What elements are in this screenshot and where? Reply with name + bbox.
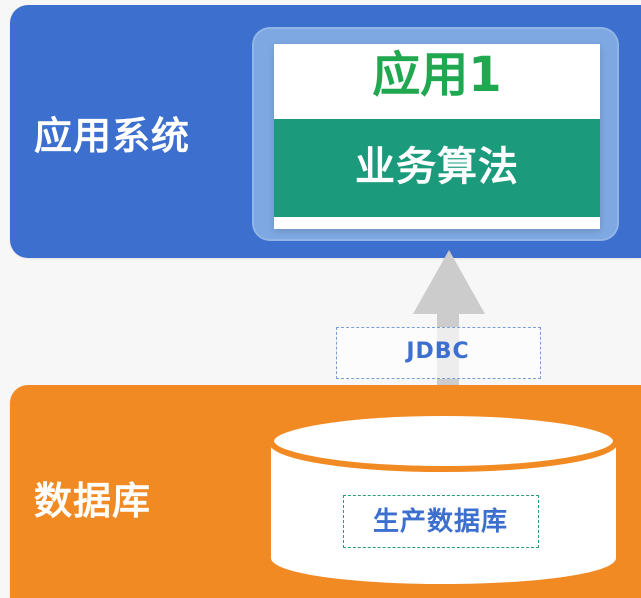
business-algorithm-module: 业务算法 <box>274 119 600 217</box>
production-database-label: 生产数据库 <box>372 507 508 537</box>
application-system-label: 应用系统 <box>34 114 191 158</box>
production-database-box: 生产数据库 <box>343 495 539 548</box>
business-algorithm-label: 业务算法 <box>355 144 519 190</box>
up-arrow-icon <box>413 250 485 314</box>
jdbc-connection-box: JDBC <box>336 327 541 379</box>
application-card: 应用1 业务算法 <box>274 44 600 229</box>
jdbc-connection-label: JDBC <box>406 339 470 364</box>
application-name: 应用1 <box>372 47 502 103</box>
database-label: 数据库 <box>34 479 152 523</box>
